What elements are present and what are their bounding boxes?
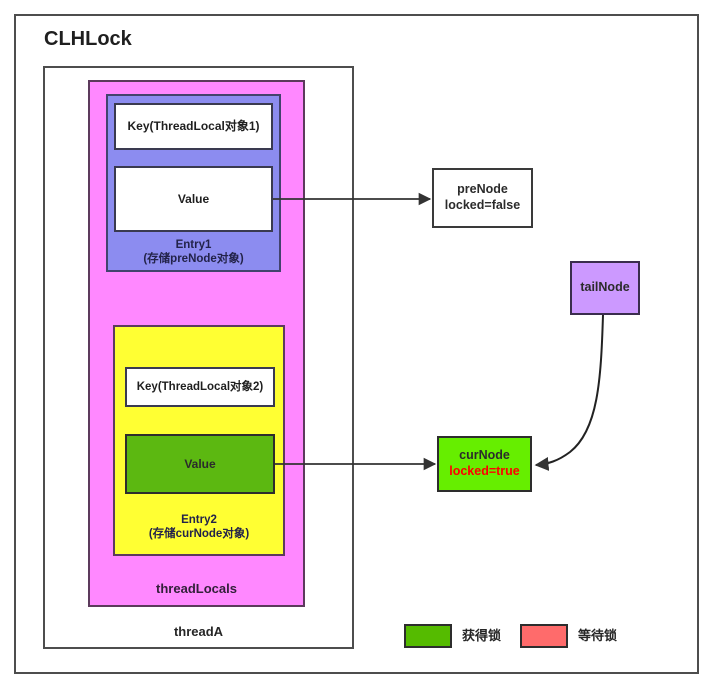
curnode-box: curNode locked=true [437,436,532,492]
prenode-title: preNode [457,182,508,197]
threada-label: threadA [173,623,224,639]
entry2-caption-line1: Entry2 [181,513,217,526]
legend-label-acquired-lock: 获得锁 [462,627,502,643]
entry1-key-cell: Key(ThreadLocal对象1) [114,103,273,150]
page-title: CLHLock [44,27,132,50]
entry2-caption: Entry2 (存储curNode对象) [115,509,283,545]
entry2-caption-line2: (存储curNode对象) [148,528,250,540]
entry1-value-cell: Value [114,166,273,232]
entry2-key-cell: Key(ThreadLocal对象2) [125,367,275,407]
prenode-box: preNode locked=false [432,168,533,228]
entry1-caption-line2: (存储preNode对象) [143,253,244,265]
curnode-title: curNode [459,448,510,463]
tailnode-box: tailNode [570,261,640,315]
curnode-state: locked=true [449,464,520,478]
prenode-state: locked=false [444,198,521,212]
entry1-caption: Entry1 (存储preNode对象) [108,234,279,270]
legend-swatch-waiting-lock [520,624,568,648]
entry2-value-cell: Value [125,434,275,494]
threadlocals-label: threadLocals [156,580,237,596]
legend-swatch-acquired-lock [404,624,452,648]
legend-label-waiting-lock: 等待锁 [578,627,618,643]
entry1-caption-line1: Entry1 [175,238,212,251]
